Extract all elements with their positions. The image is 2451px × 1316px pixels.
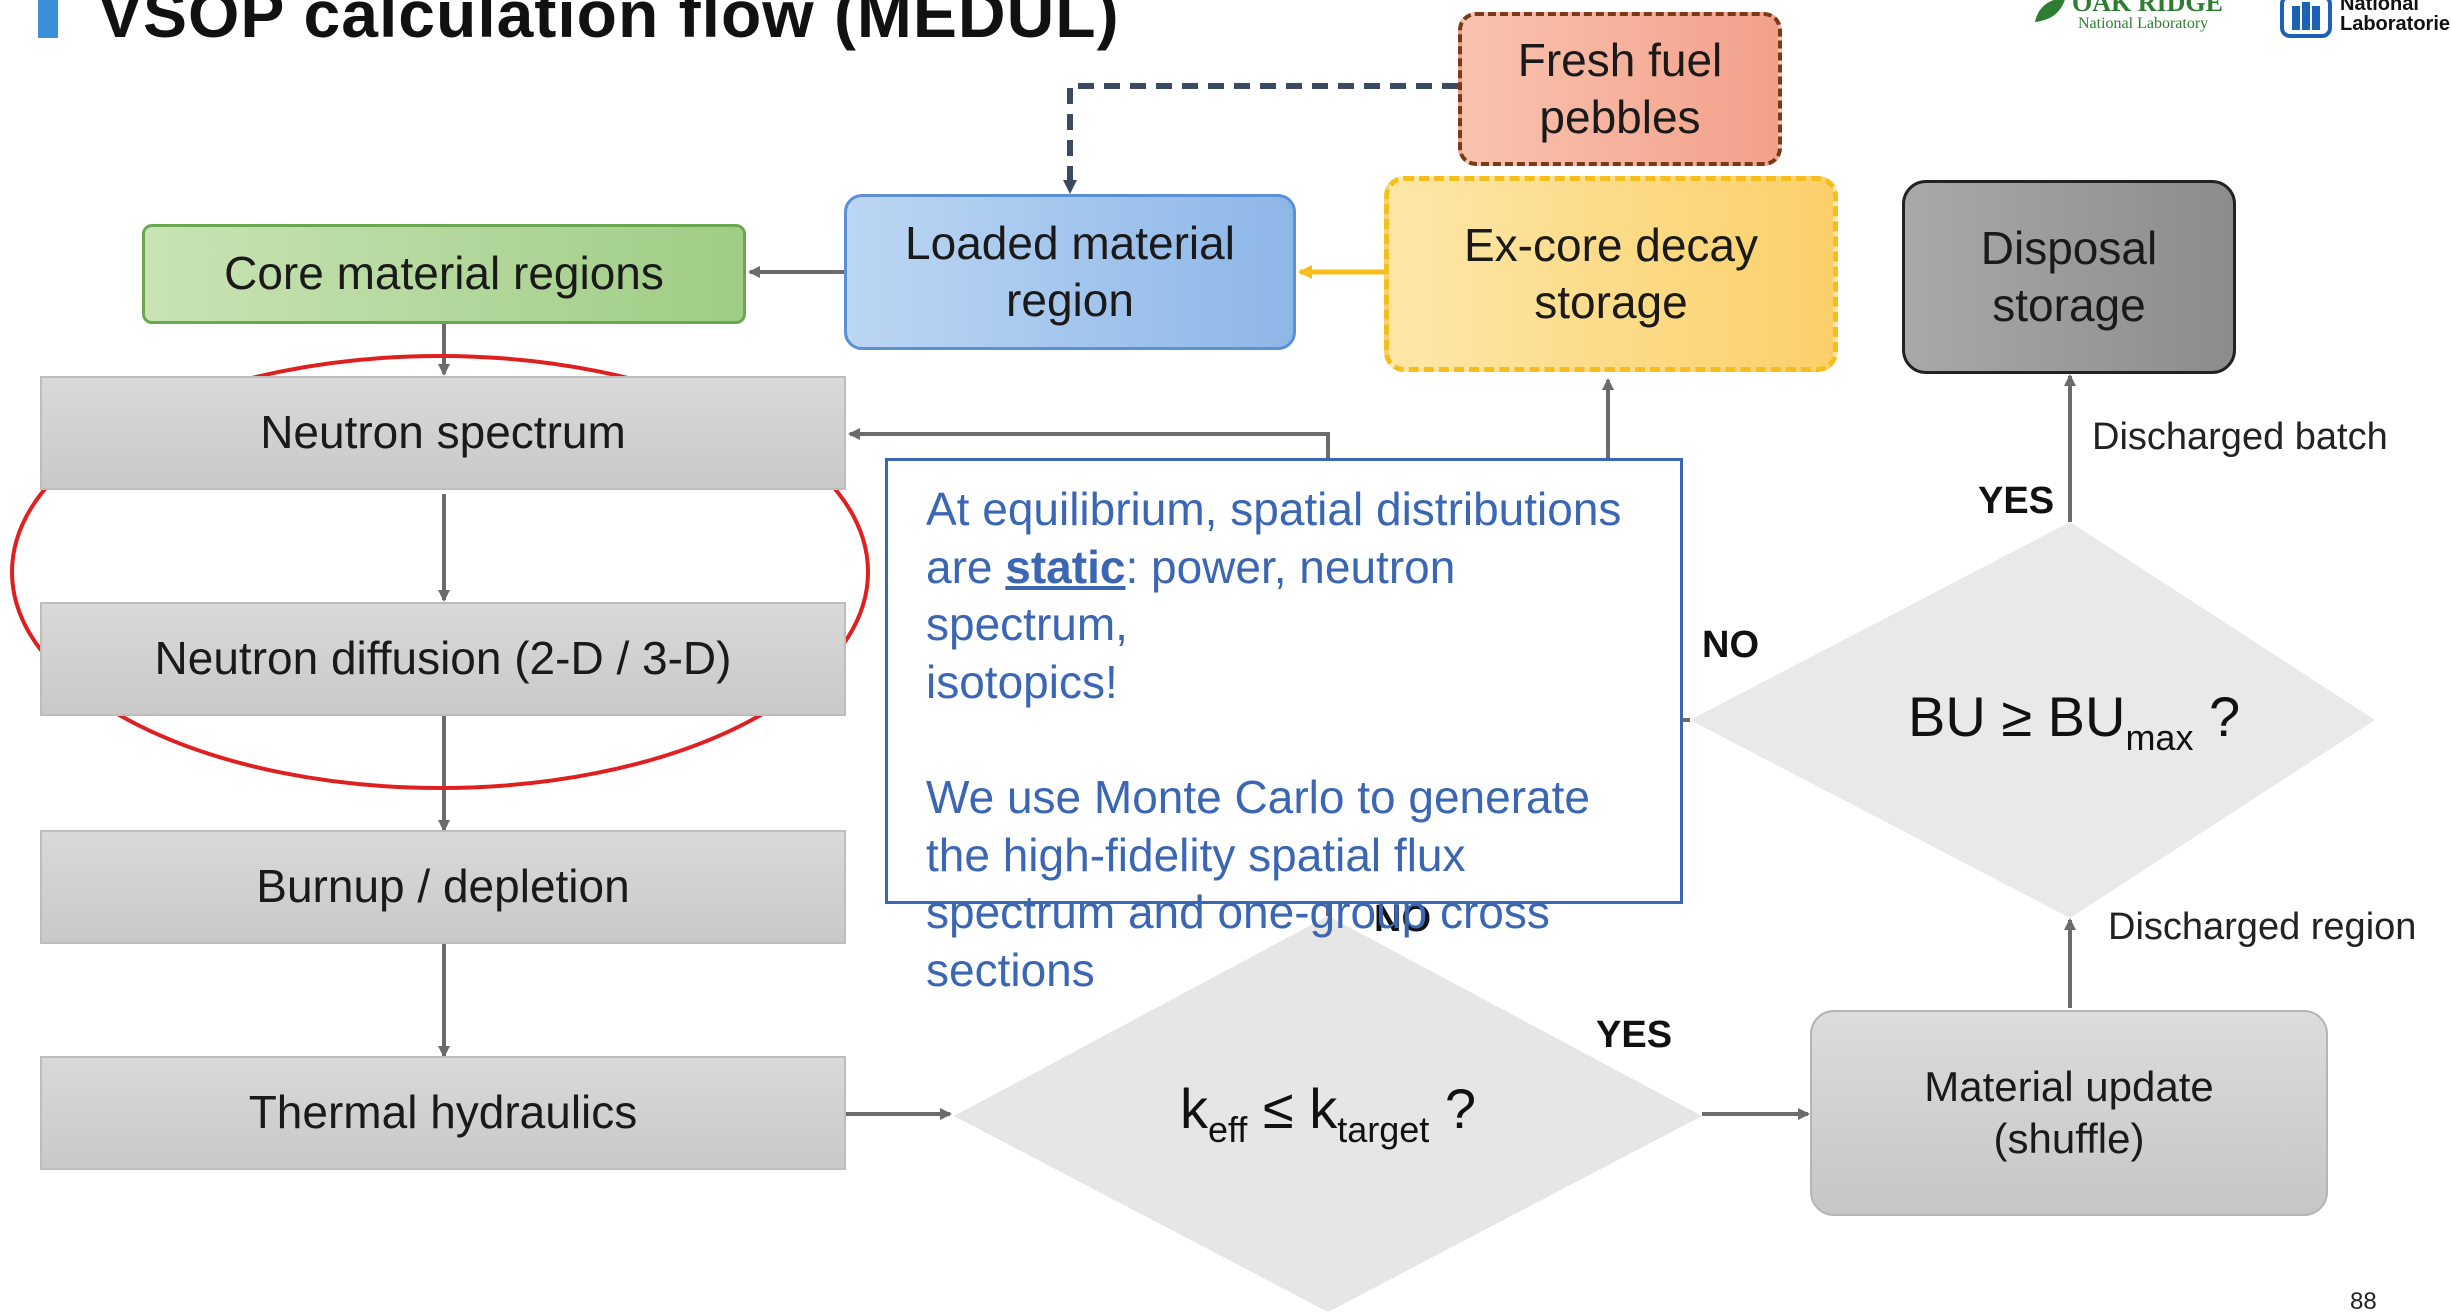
- sandia-logo: National Laboratories: [2280, 0, 2451, 44]
- material-update-box: Material update (shuffle): [1810, 1010, 2328, 1216]
- keff-subscript: eff: [1208, 1109, 1248, 1150]
- highlight-ellipse: [10, 354, 870, 790]
- discharged-batch-label: Discharged batch: [2092, 416, 2388, 458]
- page-number: 88: [2350, 1288, 2377, 1315]
- excore-decay-storage-label: Ex-core decay storage: [1463, 218, 1758, 329]
- discharged-region-label: Discharged region: [2108, 906, 2417, 948]
- keff-operator: ≤ k: [1247, 1077, 1338, 1140]
- note-line1-text: At equilibrium, spatial distributions: [926, 483, 1622, 535]
- ornl-logo-line1: OAK RIDGE: [2072, 0, 2223, 17]
- core-material-regions-label: Core material regions: [224, 247, 664, 300]
- thermal-hydraulics-box: Thermal hydraulics: [40, 1056, 846, 1170]
- bu-question-mark: ?: [2193, 685, 2241, 748]
- note-line2: are static: power, neutron spectrum,: [926, 539, 1642, 654]
- keff-symbol: k: [1180, 1077, 1208, 1140]
- ornl-leaf-icon: [2035, 0, 2065, 22]
- keff-no-label: NO: [1374, 898, 1431, 940]
- fresh-fuel-pebbles-label: Fresh fuel pebbles: [1517, 33, 1723, 144]
- note-line2-prefix: are: [926, 540, 1006, 593]
- bu-max-subscript: max: [2125, 717, 2194, 758]
- fresh-fuel-pebbles-box: Fresh fuel pebbles: [1458, 12, 1782, 166]
- title-accent-bar: [38, 0, 58, 38]
- equilibrium-note: At equilibrium, spatial distributions ar…: [885, 458, 1683, 996]
- thermal-hydraulics-label: Thermal hydraulics: [248, 1086, 638, 1139]
- neutron-spectrum-label: Neutron spectrum: [260, 406, 626, 459]
- loaded-material-region-box: Loaded material region: [844, 194, 1296, 350]
- keff-condition-text: keff ≤ ktarget ?: [1180, 1076, 1476, 1151]
- burnup-decision-diamond: [1690, 522, 2375, 918]
- excore-decay-storage-box: Ex-core decay storage: [1384, 176, 1838, 372]
- note-line3: isotopics!: [926, 655, 1118, 708]
- note-paragraph2: We use Monte Carlo to generate the high-…: [926, 771, 1590, 996]
- neutron-diffusion-box: Neutron diffusion (2-D / 3-D): [40, 602, 846, 716]
- ornl-logo-line2: National Laboratory: [2078, 15, 2209, 32]
- sandia-thunderbird-icon: [2280, 0, 2332, 38]
- neutron-spectrum-box: Neutron spectrum: [40, 376, 846, 490]
- slide-title: VSOP calculation flow (MEDUL): [98, 0, 1120, 51]
- keff-question-mark: ?: [1429, 1077, 1476, 1140]
- neutron-diffusion-label: Neutron diffusion (2-D / 3-D): [154, 632, 732, 685]
- material-update-label: Material update (shuffle): [1924, 1062, 2214, 1163]
- keff-yes-label: YES: [1596, 1014, 1673, 1056]
- disposal-storage-label: Disposal storage: [1980, 221, 2158, 332]
- keff-target-subscript: target: [1337, 1109, 1430, 1150]
- sandia-logo-line1: National: [2340, 0, 2419, 15]
- sandia-logo-line2: Laboratories: [2340, 13, 2451, 35]
- burnup-depletion-box: Burnup / depletion: [40, 830, 846, 944]
- core-material-regions-box: Core material regions: [142, 224, 746, 324]
- note-line1: At equilibrium, spatial distributions: [926, 481, 1642, 539]
- bu-symbol: BU ≥ BU: [1908, 685, 2126, 748]
- burnup-depletion-label: Burnup / depletion: [256, 860, 630, 913]
- loaded-material-region-label: Loaded material region: [905, 216, 1235, 327]
- ornl-logo: OAK RIDGE National Laboratory: [2030, 0, 2260, 44]
- bu-no-label: NO: [1702, 624, 1759, 666]
- disposal-storage-box: Disposal storage: [1902, 180, 2236, 374]
- note-line2-suffix: : power, neutron spectrum,: [926, 540, 1456, 651]
- burnup-condition-text: BU ≥ BUmax ?: [1908, 684, 2240, 759]
- keff-decision-diamond: [954, 916, 1702, 1312]
- note-static-emphasis: static: [1005, 540, 1126, 593]
- bu-yes-label: YES: [1978, 480, 2055, 522]
